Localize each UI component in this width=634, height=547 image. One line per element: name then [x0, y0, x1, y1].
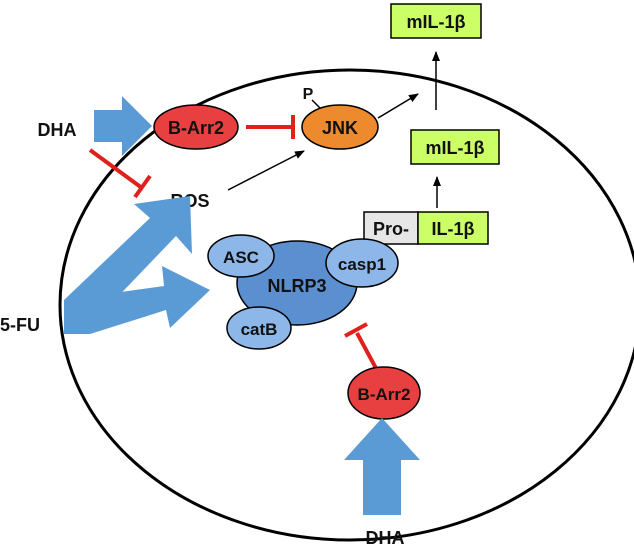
- inflammasome-complex: NLRP3 ASC casp1 catB: [207, 234, 399, 350]
- pro-il1b-box: Pro- IL-1β: [363, 211, 489, 245]
- arrow-ros-to-jnk: [227, 150, 305, 191]
- dha-bottom-label: DHA: [366, 528, 405, 547]
- dha-left-label: DHA: [38, 120, 77, 140]
- five-fu-label: 5-FU: [0, 315, 40, 335]
- barr2-bottom-label: B-Arr2: [358, 385, 411, 404]
- arrow-jnk-to-mil1b: [377, 93, 419, 119]
- catb-node: [226, 306, 292, 350]
- catb-label: catB: [241, 320, 278, 339]
- mil1b-inner-label: mIL-1β: [426, 138, 485, 158]
- cell-membrane: [58, 68, 634, 542]
- barr2-top-label: B-Arr2: [168, 118, 224, 138]
- jnk-label: JNK: [322, 118, 358, 138]
- mil1b-inner-box: mIL-1β: [410, 129, 500, 165]
- arrow-dha-bottom: [344, 418, 420, 515]
- mil1b-outer-box: mIL-1β: [390, 3, 482, 39]
- phospho-label: P: [303, 86, 314, 103]
- casp1-label: casp1: [338, 255, 386, 274]
- nlrp3-label: NLRP3: [267, 276, 326, 296]
- il1b-label: IL-1β: [432, 219, 475, 239]
- arrow-dha-to-barr2: [94, 96, 152, 156]
- casp1-node: [325, 238, 399, 288]
- mil1b-outer-label: mIL-1β: [407, 12, 466, 32]
- asc-node: [207, 234, 275, 278]
- barr2-bottom-node: B-Arr2: [347, 366, 421, 420]
- inhibit-dha-ros: [88, 148, 152, 199]
- arrow-5fu: [64, 196, 210, 334]
- inhibit-barr2-jnk: [246, 115, 295, 139]
- pro-label: Pro-: [373, 219, 409, 239]
- inhibit-barr2-nlrp3: [344, 322, 380, 373]
- jnk-node: JNK P: [301, 86, 379, 150]
- asc-label: ASC: [223, 248, 259, 267]
- barr2-top-node: B-Arr2: [153, 104, 239, 150]
